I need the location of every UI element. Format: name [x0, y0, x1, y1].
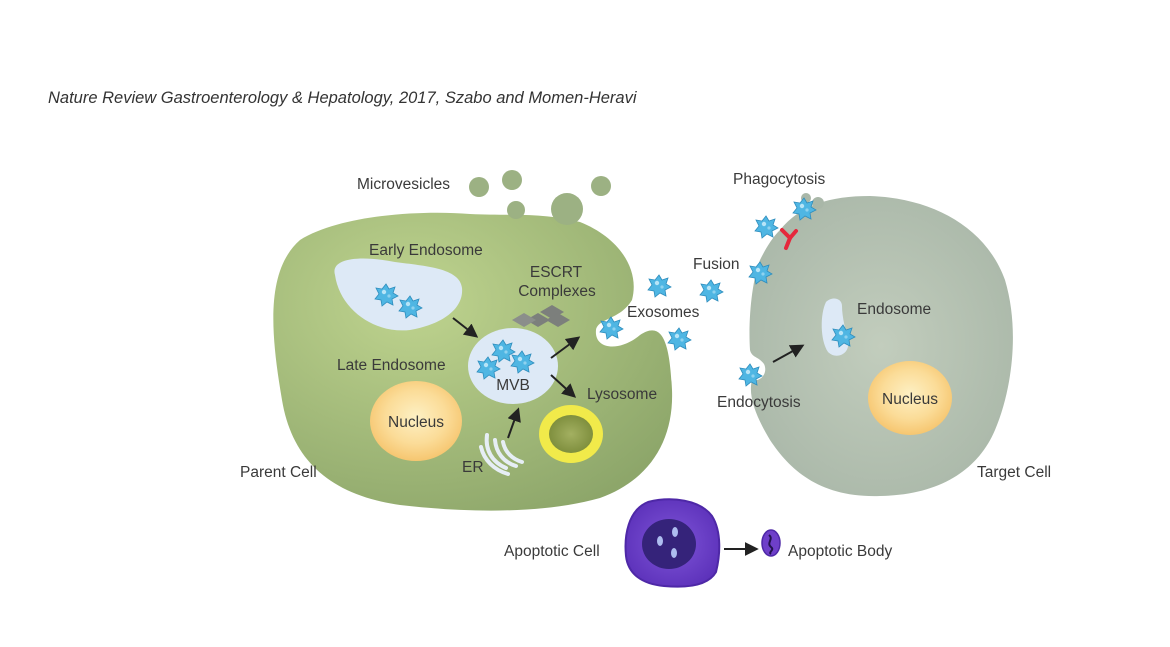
label-er: ER	[462, 459, 484, 476]
label-parent-nucleus: Nucleus	[388, 414, 444, 431]
label-apoptotic-cell: Apoptotic Cell	[504, 543, 600, 560]
exosome-icon	[647, 274, 672, 298]
label-apoptotic-body: Apoptotic Body	[788, 543, 893, 560]
arrow-icon	[507, 407, 521, 439]
label-endosome: Endosome	[857, 301, 931, 318]
label-exosomes: Exosomes	[627, 304, 700, 321]
label-endocytosis: Endocytosis	[717, 394, 801, 411]
label-microvesicles: Microvesicles	[357, 176, 450, 193]
chromatin-icon	[657, 527, 678, 558]
microvesicle	[507, 201, 525, 219]
arrow-icon	[550, 336, 581, 359]
apoptotic-body	[761, 529, 781, 557]
citation-text: Nature Review Gastroenterology & Hepatol…	[48, 89, 638, 107]
label-early-endosome: Early Endosome	[369, 242, 483, 259]
target-cell	[749, 196, 1013, 497]
microvesicle	[551, 193, 583, 225]
microvesicle	[469, 177, 489, 197]
target-nucleus	[868, 361, 952, 435]
label-fusion: Fusion	[693, 256, 740, 273]
parent-nucleus	[370, 381, 462, 461]
label-parent-cell: Parent Cell	[240, 464, 317, 481]
microvesicle	[591, 176, 611, 196]
arrow-icon	[452, 317, 479, 338]
escrt-complex-icon	[512, 305, 570, 327]
arrow-icon	[550, 374, 577, 398]
label-late-endosome: Late Endosome	[337, 357, 446, 374]
er-icon	[479, 433, 524, 476]
label-phagocytosis: Phagocytosis	[733, 171, 825, 188]
label-target-nucleus: Nucleus	[882, 391, 938, 408]
y-receptor-icon	[780, 228, 798, 250]
label-escrt-complexes: Complexes	[518, 283, 596, 300]
label-escrt: ESCRT	[530, 264, 583, 281]
label-target-cell: Target Cell	[977, 464, 1051, 481]
exosome-icon	[667, 327, 692, 351]
label-lysosome: Lysosome	[587, 386, 657, 403]
early-endosome	[334, 258, 463, 331]
exosome-icon	[754, 215, 779, 239]
label-mvb: MVB	[496, 377, 530, 394]
microvesicle	[502, 170, 522, 190]
exosome-icon	[699, 279, 724, 303]
arrow-icon	[772, 344, 805, 363]
